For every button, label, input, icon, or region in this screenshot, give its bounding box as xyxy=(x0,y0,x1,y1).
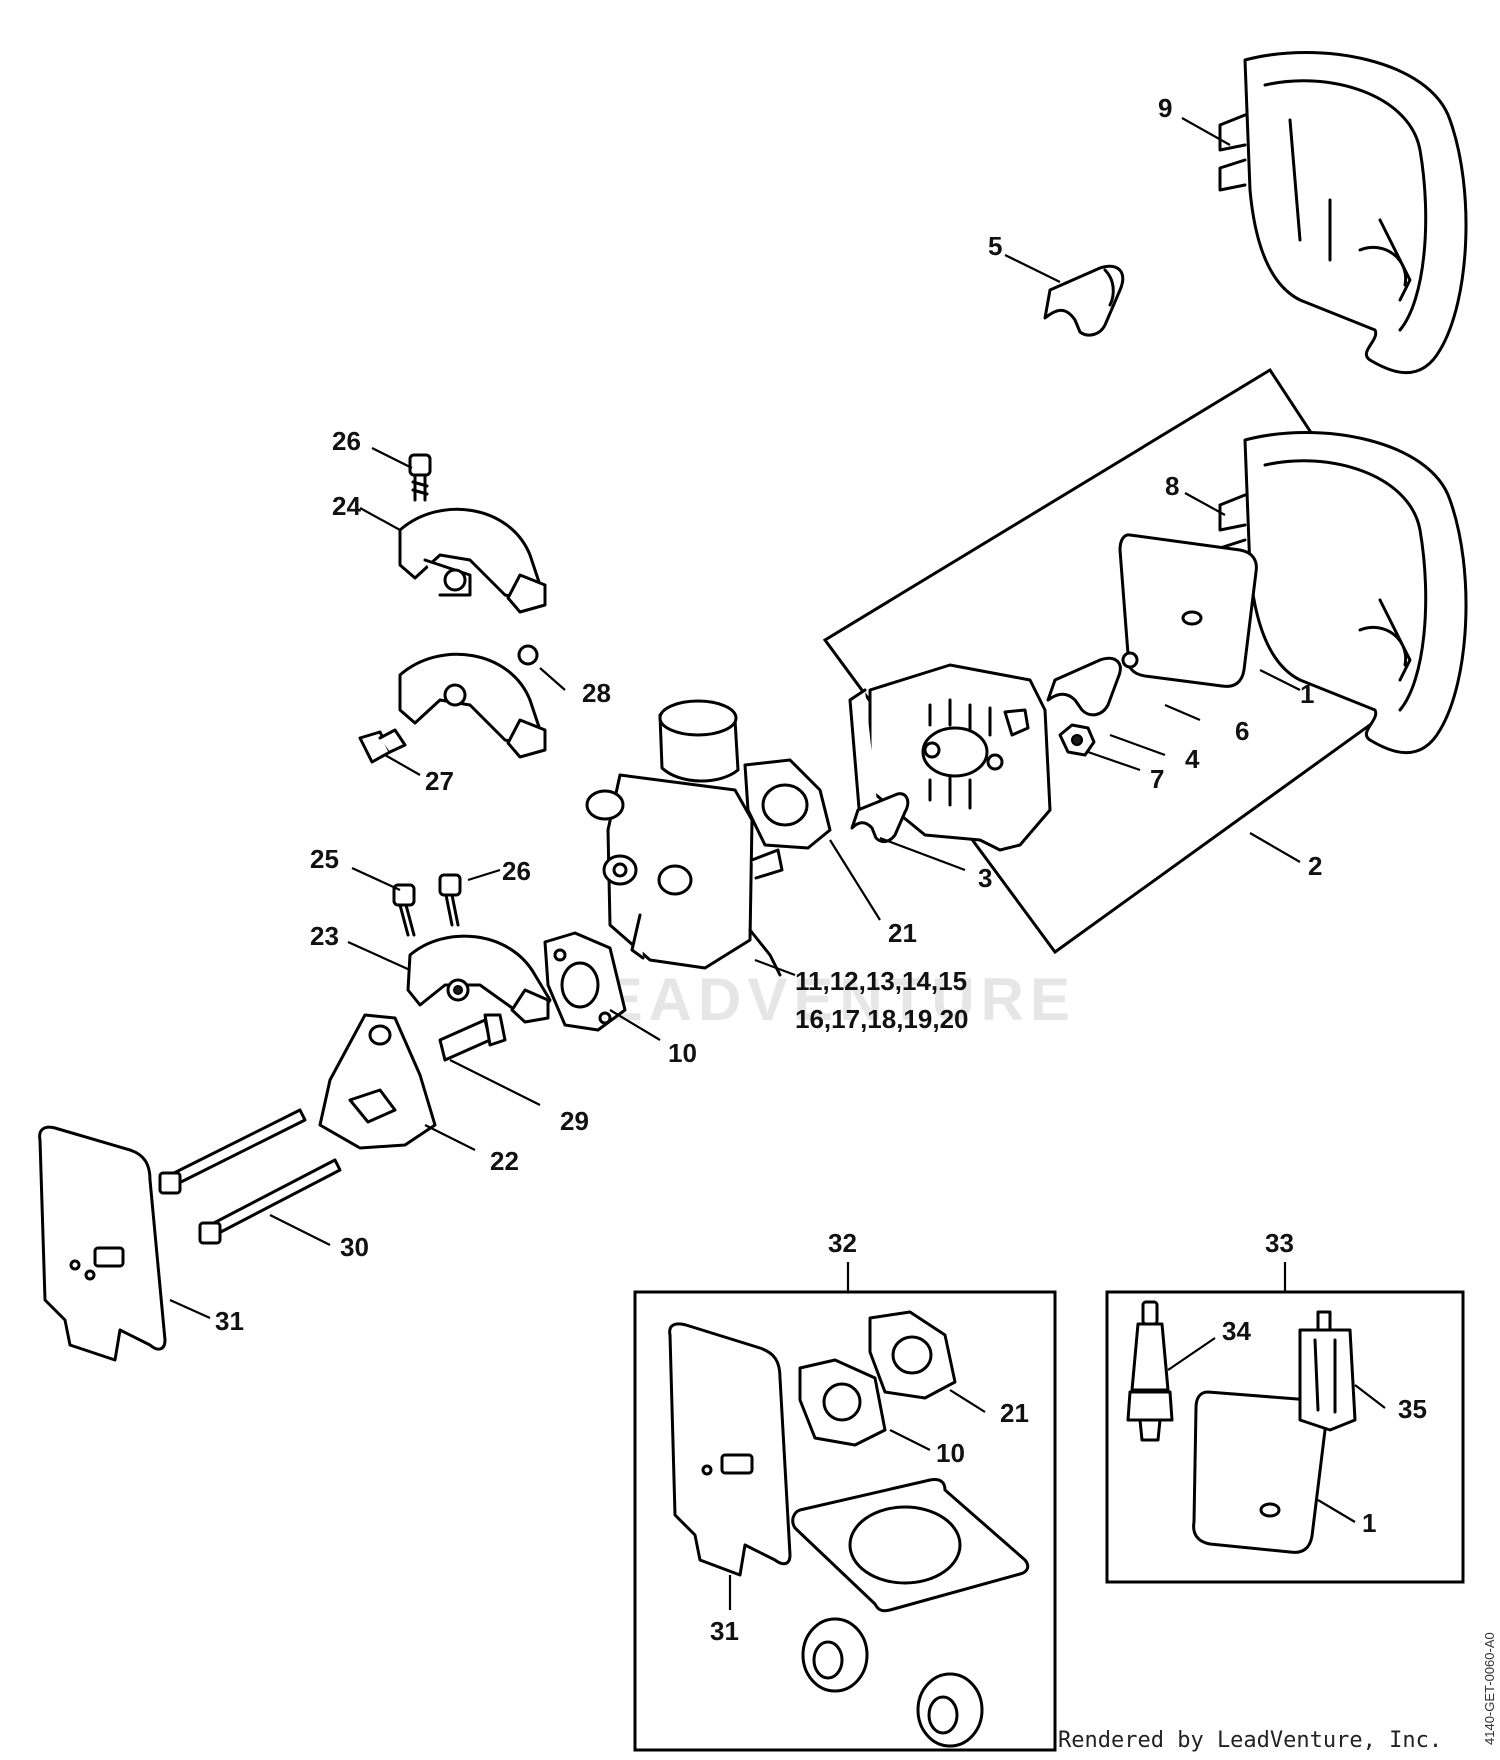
callout-26-top: 26 xyxy=(332,426,361,456)
kit33-air-filter xyxy=(1192,1390,1328,1554)
kit33-fuel-filter xyxy=(1298,1310,1357,1432)
kit33-spark-plug xyxy=(1126,1300,1174,1442)
part-22-manifold xyxy=(318,1013,437,1150)
part-4-clip xyxy=(1046,656,1122,717)
part-9-shroud xyxy=(1218,51,1468,375)
callout-16-20: 16,17,18,19,20 xyxy=(795,1004,969,1034)
kit-box-32 xyxy=(633,1290,1057,1752)
kit32-gasket-21 xyxy=(868,1310,957,1400)
callout-4: 4 xyxy=(1185,744,1200,774)
callout-34: 34 xyxy=(1222,1316,1251,1346)
callout-6: 6 xyxy=(1235,716,1249,746)
part-29-screw xyxy=(438,1013,507,1062)
bracket-lower xyxy=(398,652,547,759)
callout-28: 28 xyxy=(582,678,611,708)
kit32-gasket-10 xyxy=(798,1358,887,1447)
callout-3: 3 xyxy=(978,863,992,893)
callout-7: 7 xyxy=(1150,764,1164,794)
part-1-air-filter xyxy=(1118,533,1258,688)
part-26-screw-top xyxy=(408,453,432,502)
part-8-shroud xyxy=(1218,431,1468,755)
callout-30: 30 xyxy=(340,1232,369,1262)
callout-8: 8 xyxy=(1165,471,1179,501)
part-28-washer xyxy=(517,644,539,666)
watermark: LEADVENTURE xyxy=(560,966,1076,1033)
kit32-cylinder-gasket xyxy=(791,1478,1030,1613)
callout-26: 26 xyxy=(502,856,531,886)
part-5-clip xyxy=(1043,264,1125,337)
part-21-gasket xyxy=(743,758,832,850)
part-24-bracket xyxy=(398,507,547,614)
carburetor-assembly xyxy=(585,699,784,977)
callout-31: 31 xyxy=(215,1306,244,1336)
callout-1: 1 xyxy=(1300,679,1314,709)
kit32-seal-lower xyxy=(916,1672,984,1748)
part-30-bolts xyxy=(158,1108,342,1245)
footer-credit: Rendered by LeadVenture, Inc. xyxy=(1058,1728,1443,1753)
callout-21: 21 xyxy=(888,918,917,948)
callout-5: 5 xyxy=(988,231,1002,261)
drawing-id: 4140-GET-0060-A0 xyxy=(1482,1632,1497,1745)
callout-32: 32 xyxy=(828,1228,857,1258)
part-26-screw xyxy=(438,873,462,927)
callout-27: 27 xyxy=(425,766,454,796)
part-7-nut xyxy=(1058,723,1096,757)
callout-24: 24 xyxy=(332,491,361,521)
callout-22: 22 xyxy=(490,1146,519,1176)
callout-35: 35 xyxy=(1398,1394,1427,1424)
callout-25: 25 xyxy=(310,844,339,874)
kit32-seal-upper xyxy=(801,1617,869,1693)
part-25-screw xyxy=(392,883,416,937)
callout-2: 2 xyxy=(1308,851,1322,881)
part-10-gasket xyxy=(543,931,627,1032)
callout-11-15: 11,12,13,14,15 xyxy=(795,966,967,996)
part-27-stud xyxy=(358,728,407,764)
callout-33: 33 xyxy=(1265,1228,1294,1258)
callout-10: 10 xyxy=(668,1038,697,1068)
leader-lines xyxy=(169,117,1386,1610)
callout-23: 23 xyxy=(310,921,339,951)
part-31-heat-shield xyxy=(38,1125,167,1362)
callout-labels: 9 5 8 1 6 4 7 2 3 21 11,12,13,14,15 16,1… xyxy=(215,93,1427,1646)
callout-21-kit: 21 xyxy=(1000,1398,1029,1428)
callout-1-kit: 1 xyxy=(1362,1508,1376,1538)
callout-29: 29 xyxy=(560,1106,589,1136)
callout-10-kit: 10 xyxy=(936,1438,965,1468)
part-23-bracket xyxy=(406,934,552,1024)
callout-9: 9 xyxy=(1158,93,1172,123)
kit32-heat-shield xyxy=(668,1322,792,1577)
callout-31-kit: 31 xyxy=(710,1616,739,1646)
part-6-washer xyxy=(1121,651,1139,669)
